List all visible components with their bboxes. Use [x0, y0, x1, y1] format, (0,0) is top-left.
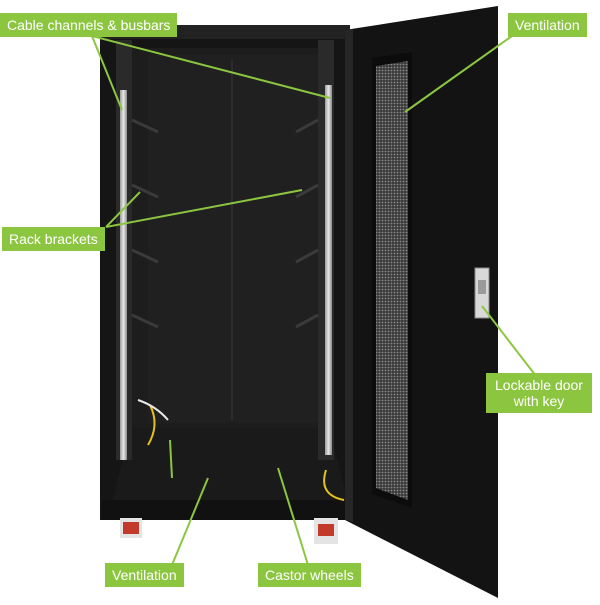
- callout-lockable-door: Lockable door with key: [486, 373, 592, 413]
- callout-ventilation-floor: Ventilation: [105, 563, 184, 587]
- callout-rack-brackets-text: Rack brackets: [9, 231, 98, 247]
- callout-castor-wheels-text: Castor wheels: [265, 567, 354, 583]
- castor-wheels: [120, 518, 338, 544]
- callout-rack-brackets: Rack brackets: [2, 227, 105, 251]
- ground-cables: [137, 399, 345, 501]
- leader-lines: [91, 35, 537, 566]
- callout-ventilation-floor-text: Ventilation: [112, 567, 177, 583]
- callout-ventilation-door: Ventilation: [508, 13, 587, 37]
- callout-cable-channels-text: Cable channels & busbars: [7, 17, 171, 33]
- door-lock-handle: [474, 267, 490, 319]
- door-ventilation-mesh: [376, 61, 408, 500]
- cabinet-door: [345, 6, 498, 598]
- rack-brackets: [131, 118, 319, 329]
- cabinet-body: [100, 25, 350, 520]
- callout-castor-wheels: Castor wheels: [258, 563, 361, 587]
- callout-lockable-door-line2: with key: [513, 393, 565, 409]
- right-rack-rail: [318, 40, 334, 460]
- callout-lockable-door-line1: Lockable door: [495, 377, 583, 393]
- callout-ventilation-door-text: Ventilation: [515, 17, 580, 33]
- left-rack-rail: [116, 40, 132, 460]
- callout-cable-channels: Cable channels & busbars: [0, 13, 178, 37]
